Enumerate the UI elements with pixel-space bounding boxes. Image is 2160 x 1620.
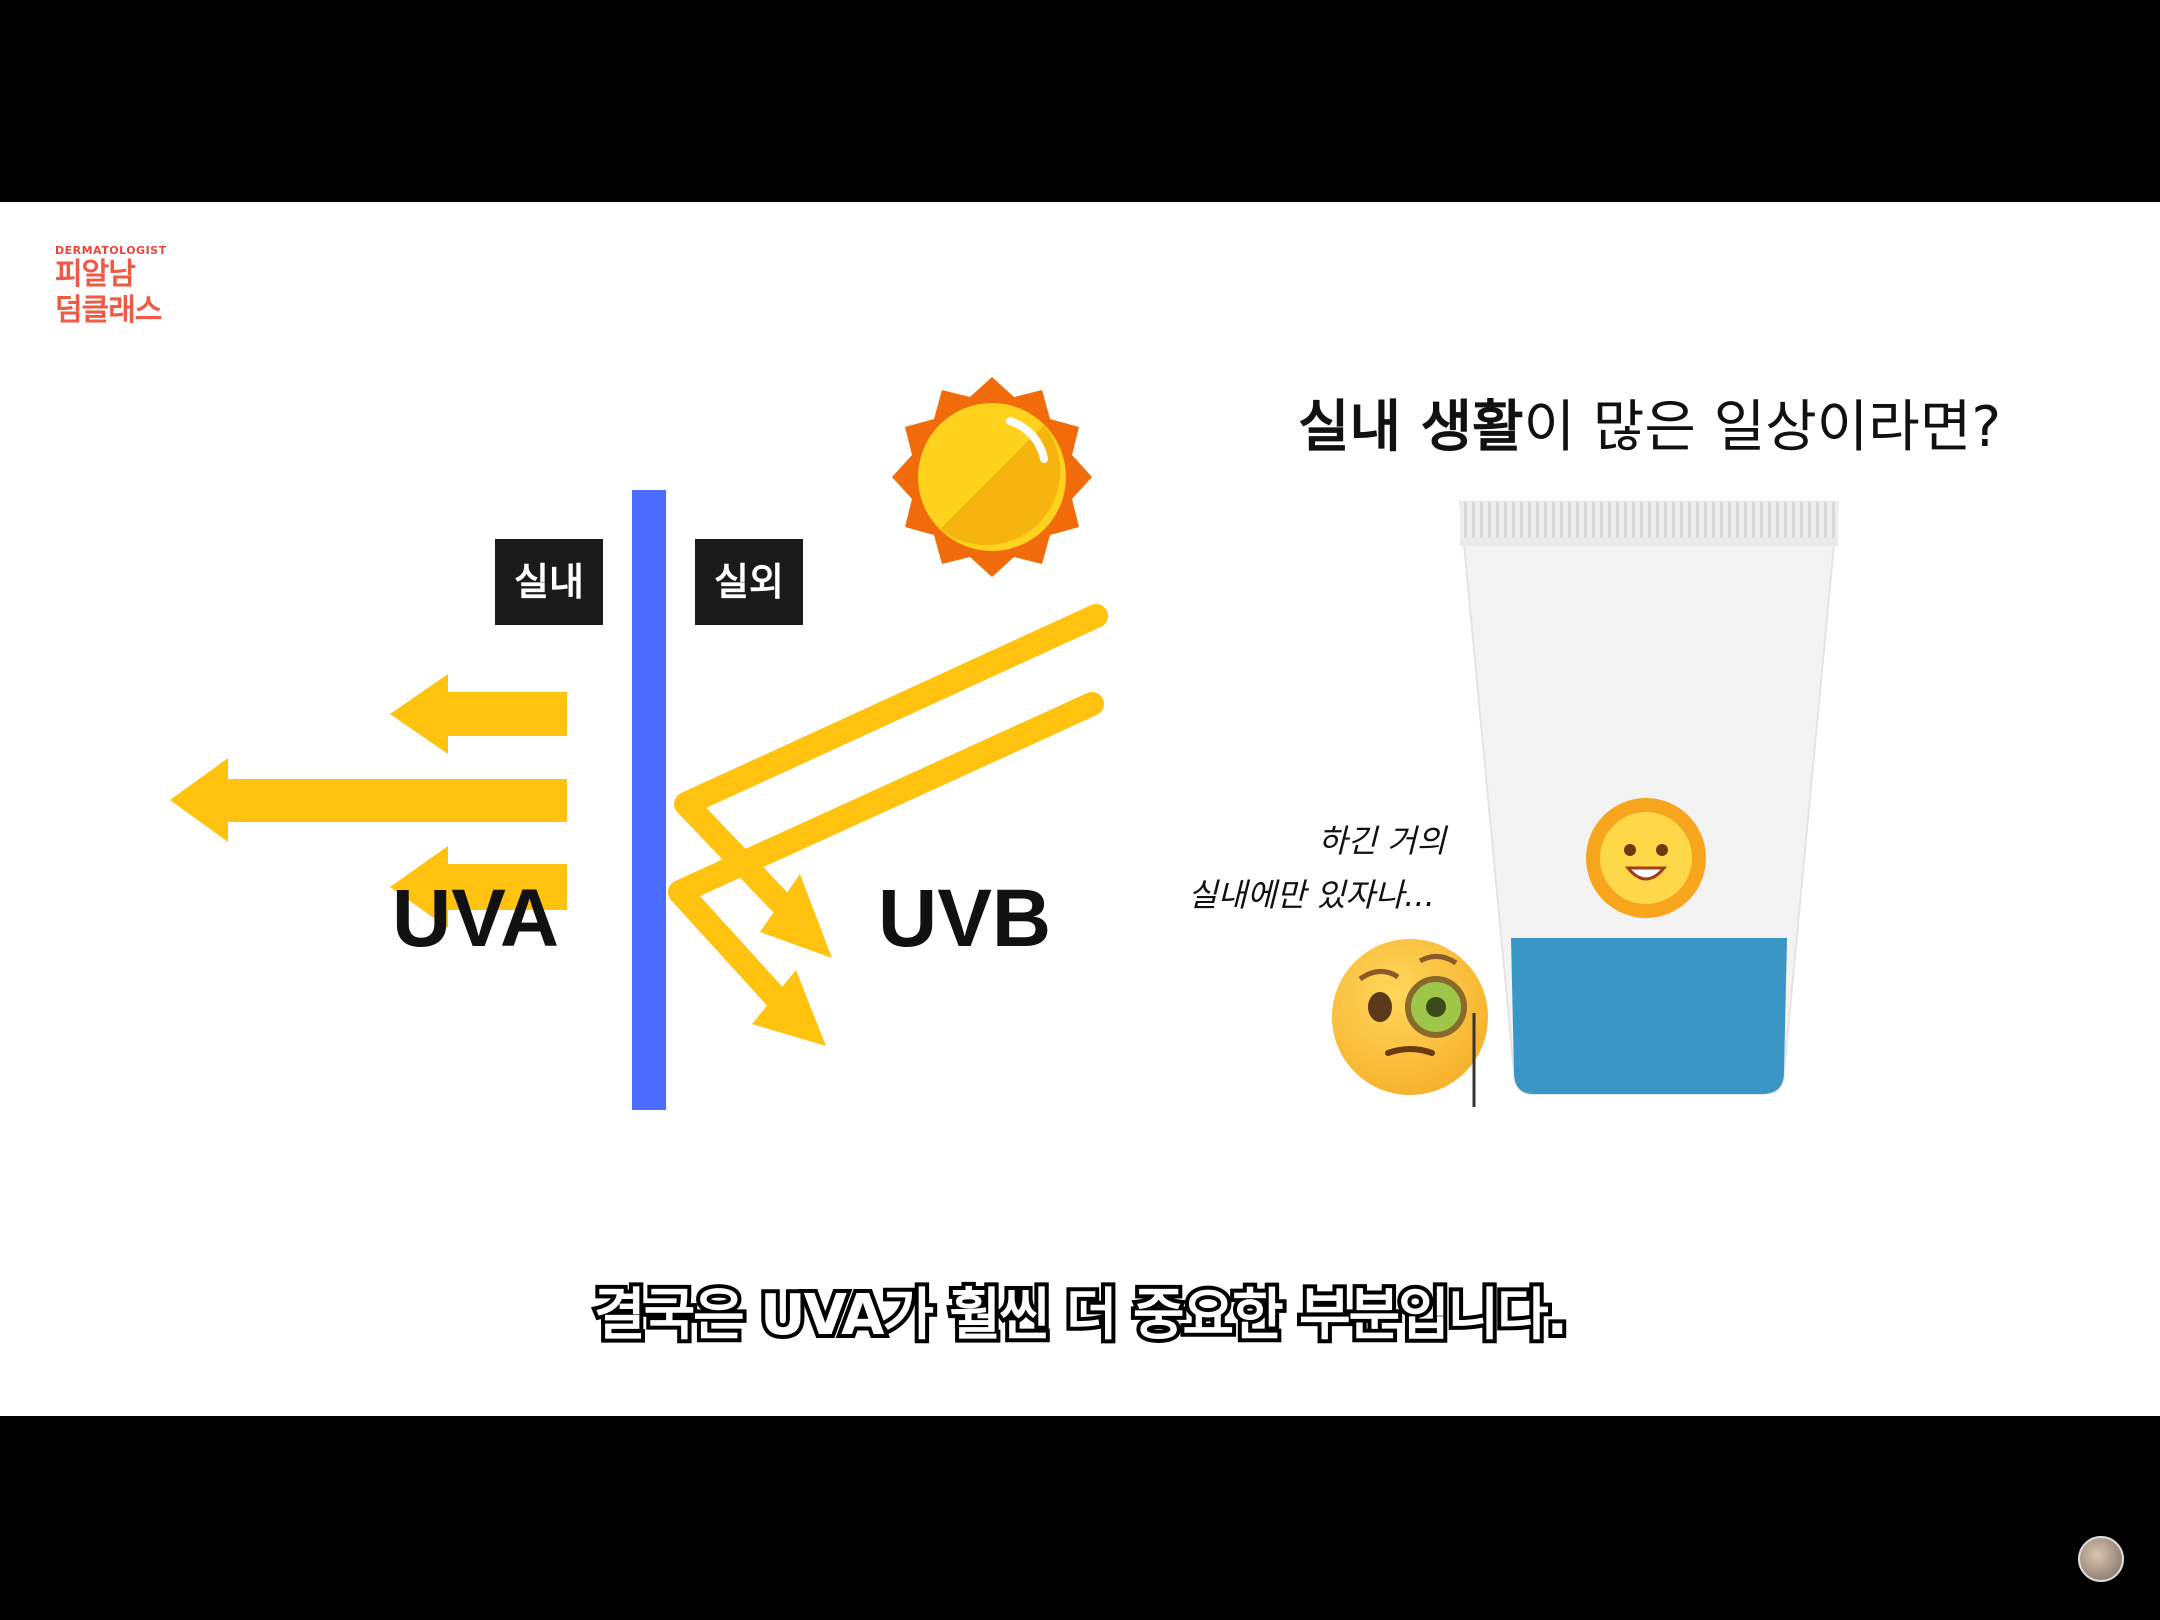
- thought-line-2: 실내에만 있자나...: [1188, 876, 1435, 914]
- slide: DERMATOLOGIST 피알남 덤클래스: [0, 202, 2160, 1416]
- uva-arrow-top: [390, 674, 567, 754]
- uvb-label: UVB: [878, 873, 1052, 964]
- question-heading: 실내 생활이 많은 일상이라면?: [1298, 382, 2001, 463]
- uvb-arrowhead-1: [760, 874, 832, 958]
- caption-subtitle: 결국은 UVA가 훨씬 더 중요한 부분입니다.: [590, 1279, 1572, 1352]
- uva-label: UVA: [392, 873, 560, 964]
- letterbox-top: [0, 0, 2160, 202]
- smiling-sun-icon: [1586, 798, 1706, 918]
- outdoor-label: 실외: [695, 539, 803, 625]
- logo-line-2: 덤클래스: [55, 293, 162, 328]
- monocle-face-icon: [1332, 939, 1488, 1107]
- logo-line-1: 피알남: [55, 257, 136, 292]
- uva-arrows: [170, 674, 567, 928]
- channel-avatar[interactable]: [2078, 1536, 2124, 1582]
- question-bold: 실내 생활: [1298, 395, 1524, 460]
- logo-subtitle: DERMATOLOGIST: [55, 244, 167, 257]
- uv-diagram: [170, 377, 1840, 1110]
- uvb-arrows: [668, 604, 1108, 1014]
- channel-logo: DERMATOLOGIST 피알남 덤클래스: [55, 244, 167, 329]
- window-wall: [632, 490, 666, 1110]
- indoor-label: 실내: [495, 539, 603, 625]
- sunscreen-tube: [1458, 501, 1840, 1095]
- thought-line-1: 하긴 거의: [1318, 822, 1446, 860]
- uva-arrow-middle: [170, 758, 567, 842]
- sun-icon: [892, 377, 1092, 577]
- uvb-ray-2: [668, 692, 1104, 1014]
- uva-arrow-bottom: [390, 846, 567, 928]
- question-rest: 이 많은 일상이라면?: [1523, 395, 2002, 460]
- letterbox-bottom: [0, 1416, 2160, 1620]
- uvb-arrowhead-2: [752, 970, 826, 1046]
